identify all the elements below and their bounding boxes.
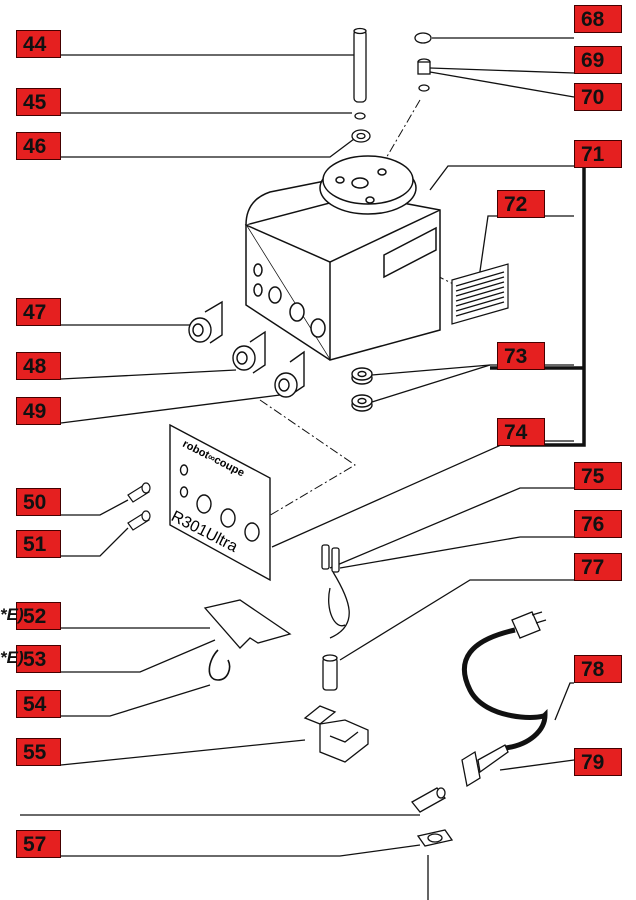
part-label-74: 74 <box>497 418 545 446</box>
part-label-70: 70 <box>574 83 622 111</box>
part-label-52: 52 <box>16 602 61 630</box>
part-label-44: 44 <box>16 30 61 58</box>
part-label-76: 76 <box>574 510 622 538</box>
part-label-53: 53 <box>16 645 61 673</box>
part-label-54: 54 <box>16 690 61 718</box>
part-label-50: 50 <box>16 488 61 516</box>
part-label-73: 73 <box>497 342 545 370</box>
part-label-79: 79 <box>574 748 622 776</box>
part-label-45: 45 <box>16 88 61 116</box>
part-label-48: 48 <box>16 352 61 380</box>
part-label-78: 78 <box>574 655 622 683</box>
part-label-75: 75 <box>574 462 622 490</box>
part-label-71: 71 <box>574 140 622 168</box>
part-label-55: 55 <box>16 738 61 766</box>
part-label-68: 68 <box>574 5 622 33</box>
side-mark-53: *E) <box>0 648 24 667</box>
side-mark-52: *E) <box>0 605 24 624</box>
part-label-77: 77 <box>574 553 622 581</box>
part-label-49: 49 <box>16 397 61 425</box>
part-label-47: 47 <box>16 298 61 326</box>
part-label-57: 57 <box>16 830 61 858</box>
part-label-69: 69 <box>574 46 622 74</box>
part-label-51: 51 <box>16 530 61 558</box>
part-label-46: 46 <box>16 132 61 160</box>
part-label-72: 72 <box>497 190 545 218</box>
